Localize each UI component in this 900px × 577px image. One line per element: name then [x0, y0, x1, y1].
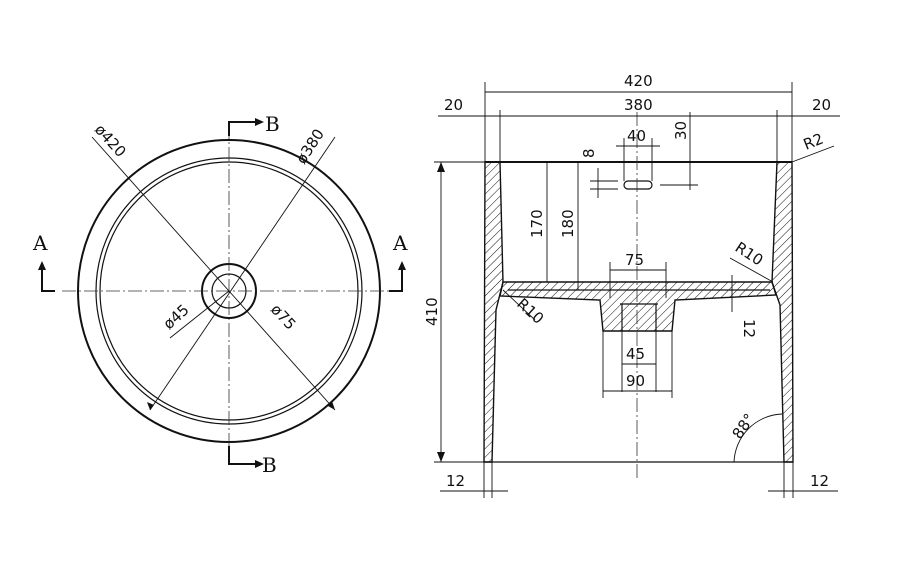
- dia-380-label: ø380: [292, 126, 328, 168]
- top-view: B B A A ø420 ø380 ø45 ø75: [32, 112, 408, 477]
- dia-45-label: ø45: [160, 301, 193, 333]
- dim-12-right-label: 12: [810, 472, 829, 490]
- side-view: 420 380 20 20 40 30 8 R2 170 180 75 R10 …: [423, 72, 840, 498]
- dim-75-label: 75: [625, 251, 644, 269]
- section-b-top-marker: [228, 121, 255, 136]
- leader-r10-right: [729, 257, 774, 283]
- dim-r10-left-label: R10: [513, 295, 547, 328]
- dim-20-right-label: 20: [812, 96, 831, 114]
- section-a-right-marker: [389, 270, 403, 292]
- dim-410-label: 410: [423, 297, 441, 326]
- section-a-left-marker: [41, 270, 55, 292]
- dim-180-label: 180: [559, 209, 577, 238]
- dim-88-label: 88°: [729, 410, 759, 442]
- dim-45-label: 45: [626, 345, 645, 363]
- leader-dia-45: [169, 290, 230, 339]
- angle-arc-88: [733, 413, 783, 463]
- section-b-top-label: B: [265, 112, 280, 136]
- section-b-bottom-marker: [228, 446, 255, 465]
- dim-20-left-label: 20: [444, 96, 463, 114]
- section-a-right-label: A: [392, 231, 408, 255]
- dia-420-label: ø420: [91, 121, 130, 161]
- section-b-bottom-label: B: [262, 453, 277, 477]
- leader-r2: [791, 145, 835, 163]
- dia-75-label: ø75: [267, 300, 299, 333]
- dim-12-left-label: 12: [446, 472, 465, 490]
- section-a-left-label: A: [32, 231, 48, 255]
- dim-380-label: 380: [624, 96, 653, 114]
- dim-8-label: 8: [580, 148, 598, 158]
- right-wall-section: [771, 161, 794, 463]
- leader-r10-left: [502, 289, 536, 321]
- dim-40-label: 40: [627, 127, 646, 145]
- leader-dia-75: [228, 290, 336, 411]
- dim-420-label: 420: [624, 72, 653, 90]
- left-wall-section: [483, 161, 504, 463]
- leader-dia-380: [149, 136, 336, 411]
- dim-12-label: 12: [740, 319, 758, 338]
- overflow-slot: [623, 180, 653, 190]
- dim-30-label: 30: [672, 121, 690, 140]
- dim-170-label: 170: [528, 209, 546, 238]
- dim-r10-right-label: R10: [732, 238, 767, 269]
- dim-90-label: 90: [626, 372, 645, 390]
- basin-bottom-section: [499, 281, 777, 332]
- leader-dia-420: [91, 136, 230, 292]
